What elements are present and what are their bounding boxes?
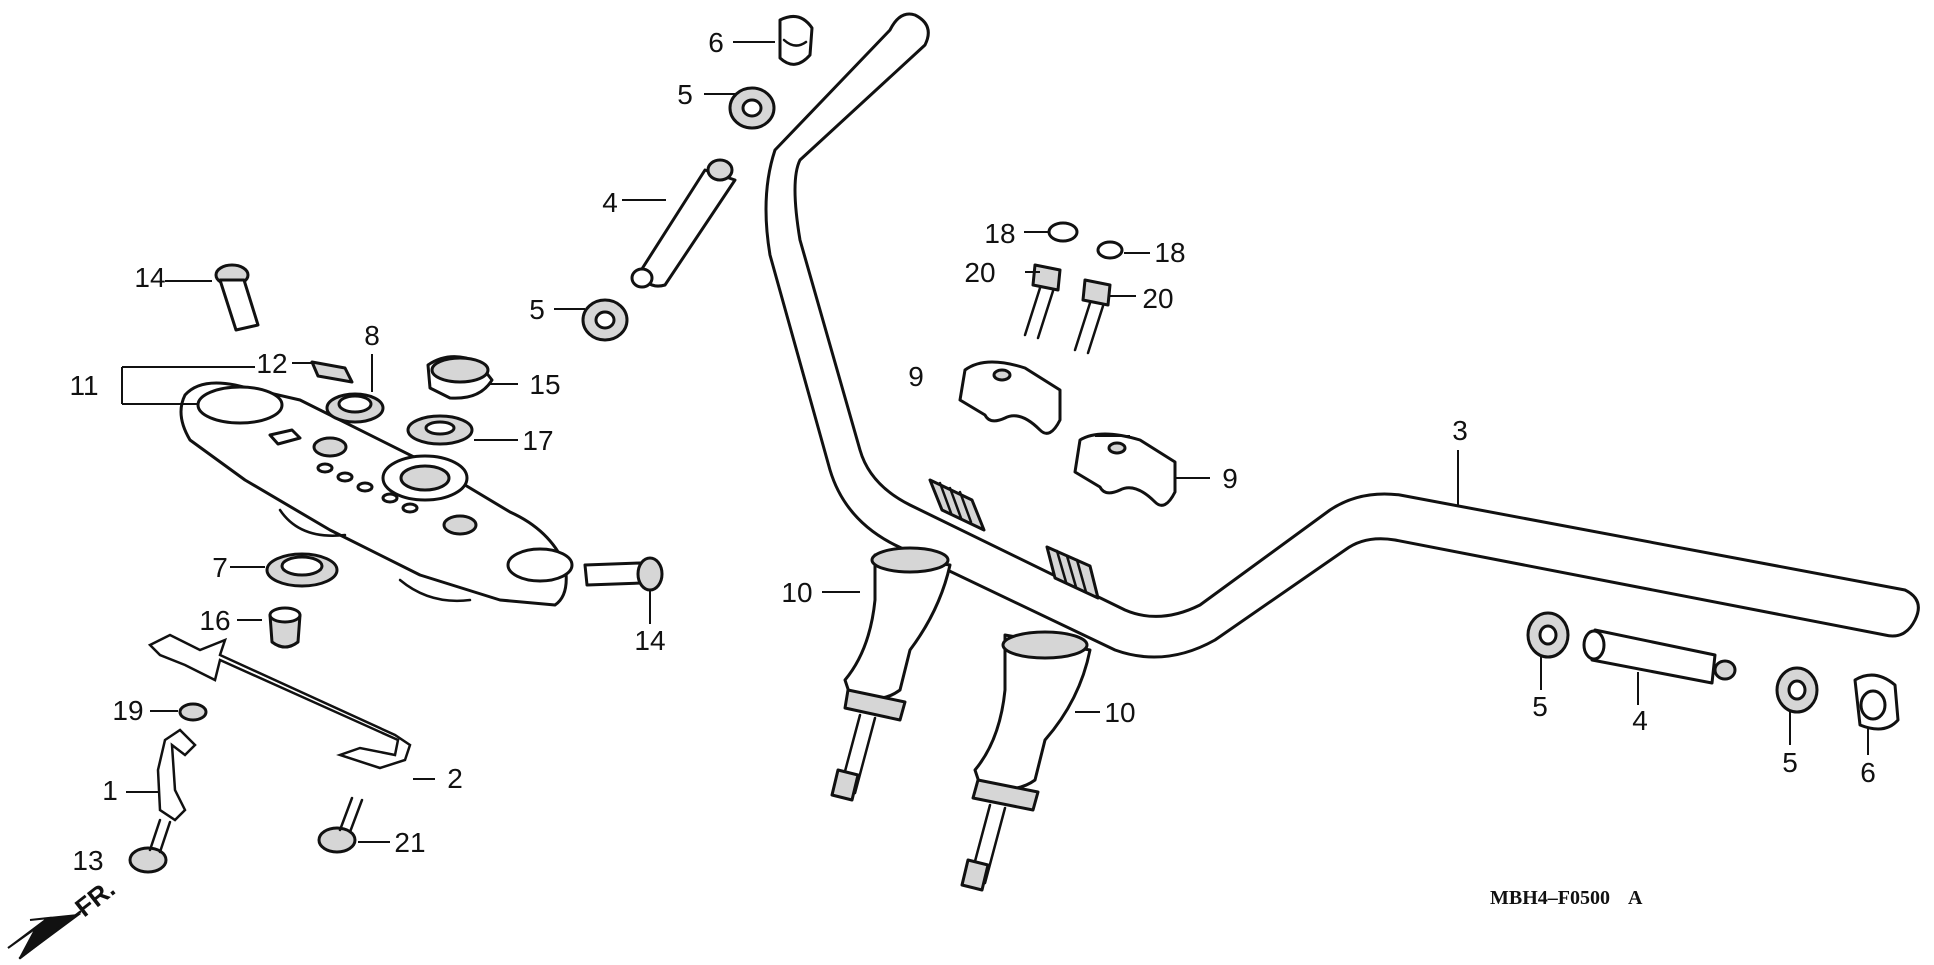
callout-13: 13 [72,845,103,876]
callout-8: 8 [364,320,380,351]
weight-rubber-top-upper [728,86,776,130]
callout-19: 19 [112,695,143,726]
callout-1: 1 [102,775,118,806]
leader-lines [121,41,1869,843]
handlebar-holder-upper-left [958,360,1062,435]
steering-stem-nut [426,355,494,400]
clamp-bolt-left [128,818,172,874]
washer-small [178,702,208,722]
top-bridge-bolt-lower [583,556,664,592]
holder-bolt-right [1073,278,1112,355]
front-arrow: FR. [7,873,121,960]
handlebar-holder-upper-right [1073,432,1177,507]
inner-weight-right [1582,628,1737,685]
callout-5-top-upper: 5 [677,79,693,110]
callout-20-right: 20 [1142,283,1173,314]
callout-4-top: 4 [602,187,618,218]
callout-4-right: 4 [1632,705,1648,736]
bolt-cap-left [1047,221,1079,243]
callout-15: 15 [529,369,560,400]
bolt-cap-right [1096,240,1124,260]
top-bridge-bolt-upper [214,263,260,332]
steering-stem-seal [325,392,385,424]
callout-5-top-lower: 5 [529,294,545,325]
callout-21: 21 [394,827,425,858]
steering-seal-lower [265,552,339,588]
callout-7: 7 [212,552,228,583]
callout-11: 11 [69,370,98,401]
callout-5-right-outer: 5 [1782,747,1798,778]
inner-weight-top [630,158,737,289]
callout-10-left: 10 [781,577,812,608]
weight-rubber-top-lower [581,298,629,342]
weight-rubber-right-outer [1775,666,1819,714]
callout-17: 17 [522,425,553,456]
callout-9-right: 9 [1222,463,1238,494]
bar-end-weight-top [778,14,814,66]
bar-end-weight-right [1853,673,1900,731]
callout-12: 12 [256,348,287,379]
callout-5-right-inner: 5 [1532,691,1548,722]
callout-6-top: 6 [708,27,724,58]
wire-clamp-long [147,633,412,770]
callout-18-left: 18 [984,218,1015,249]
steering-stem-washer [406,414,474,446]
top-bridge [179,381,574,607]
handlebar-holder-lower-right [960,630,1092,892]
callout-14-upper: 14 [134,262,165,293]
callout-3: 3 [1452,415,1468,446]
callout-6-right: 6 [1860,757,1876,788]
handlebar-knurl-left [928,478,986,532]
clamp-bolt-right [317,796,364,854]
weight-rubber-right-inner [1526,611,1570,659]
callout-16: 16 [199,605,230,636]
steering-plate [310,360,354,384]
callout-10-right: 10 [1104,697,1135,728]
handlebar-knurl-right [1045,545,1100,600]
callout-18-right: 18 [1154,237,1185,268]
callout-14-lower: 14 [634,625,665,656]
diagram-revision-letter: A [1628,887,1643,909]
handlebar-pipe [764,12,1920,659]
wire-clamp-small [156,728,197,822]
grommet [268,606,302,649]
callout-labels: 6 5 4 5 18 20 18 20 9 9 3 10 10 5 4 5 6 … [69,27,1875,876]
holder-bolt-left [1023,263,1062,340]
handlebar-holder-lower-left [830,546,952,802]
callout-20-left: 20 [964,257,995,288]
diagram-reference-code: MBH4–F0500 [1490,887,1610,909]
callout-9-left: 9 [908,361,924,392]
callout-2: 2 [447,763,463,794]
